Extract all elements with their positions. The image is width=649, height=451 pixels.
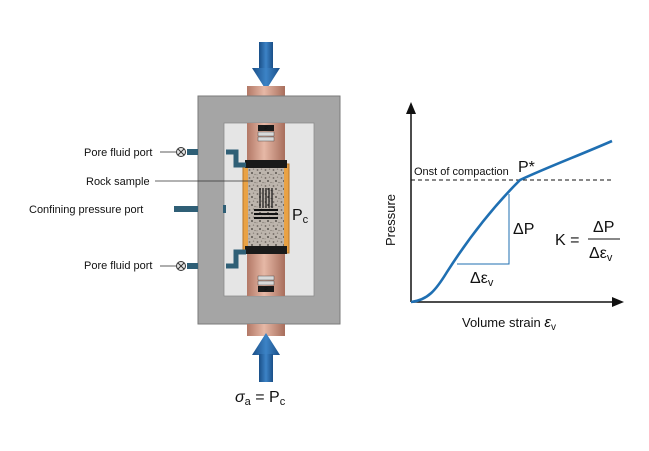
confining-pressure-port-label: Confining pressure port: [29, 204, 143, 216]
confining-inlet: [223, 205, 226, 213]
y-axis-arrowhead: [406, 102, 416, 114]
rock-sample-label: Rock sample: [86, 176, 150, 188]
bottom-sensor-stack: P: [257, 275, 275, 293]
strain-gauge: [254, 188, 278, 219]
valve-icon: [176, 261, 186, 271]
bottom-piston-rod: [247, 324, 285, 336]
plate-label: P: [264, 287, 268, 293]
pore-tube-top: [226, 149, 246, 168]
axial-stress-equation: σa = Pc: [235, 389, 286, 408]
x-axis-label: Volume strain εv: [462, 314, 556, 333]
pressure-strain-graph: Onst of compaction P* ΔP Δεv K = ΔP Δεv …: [383, 102, 624, 333]
top-platen: [245, 160, 287, 168]
pore-port-fitting-bottom: [187, 263, 198, 269]
top-sensor-stack: P: [257, 125, 275, 142]
onset-label: Onst of compaction: [414, 166, 509, 178]
pore-port-fitting-top: [187, 149, 198, 155]
slope-triangle: [457, 194, 510, 265]
compaction-curve: [410, 139, 613, 304]
top-piston-rod: [247, 86, 285, 98]
top-load-arrow: [252, 42, 280, 90]
pore-fluid-port-label-top: Pore fluid port: [84, 147, 152, 159]
bottom-platen: [245, 246, 287, 254]
confining-port-fitting: [174, 206, 198, 212]
plate-label: P: [264, 126, 268, 132]
k-numerator: ΔP: [593, 219, 614, 236]
delta-eps-label: Δεv: [470, 270, 494, 289]
bottom-load-arrow: [252, 333, 280, 382]
k-lhs: K =: [555, 232, 579, 249]
y-axis-label: Pressure: [383, 194, 398, 246]
bulk-modulus-formula: K = ΔP Δεv: [555, 219, 620, 264]
x-axis-arrowhead: [612, 297, 624, 307]
confining-pressure-symbol: Pc: [292, 207, 309, 226]
pore-tube-bottom: [226, 249, 246, 269]
pore-fluid-port-label-bottom: Pore fluid port: [84, 260, 152, 272]
delta-p-label: ΔP: [513, 221, 534, 238]
p-star-label: P*: [518, 159, 535, 176]
valve-icon: [176, 147, 186, 157]
k-denominator: Δεv: [589, 245, 613, 264]
